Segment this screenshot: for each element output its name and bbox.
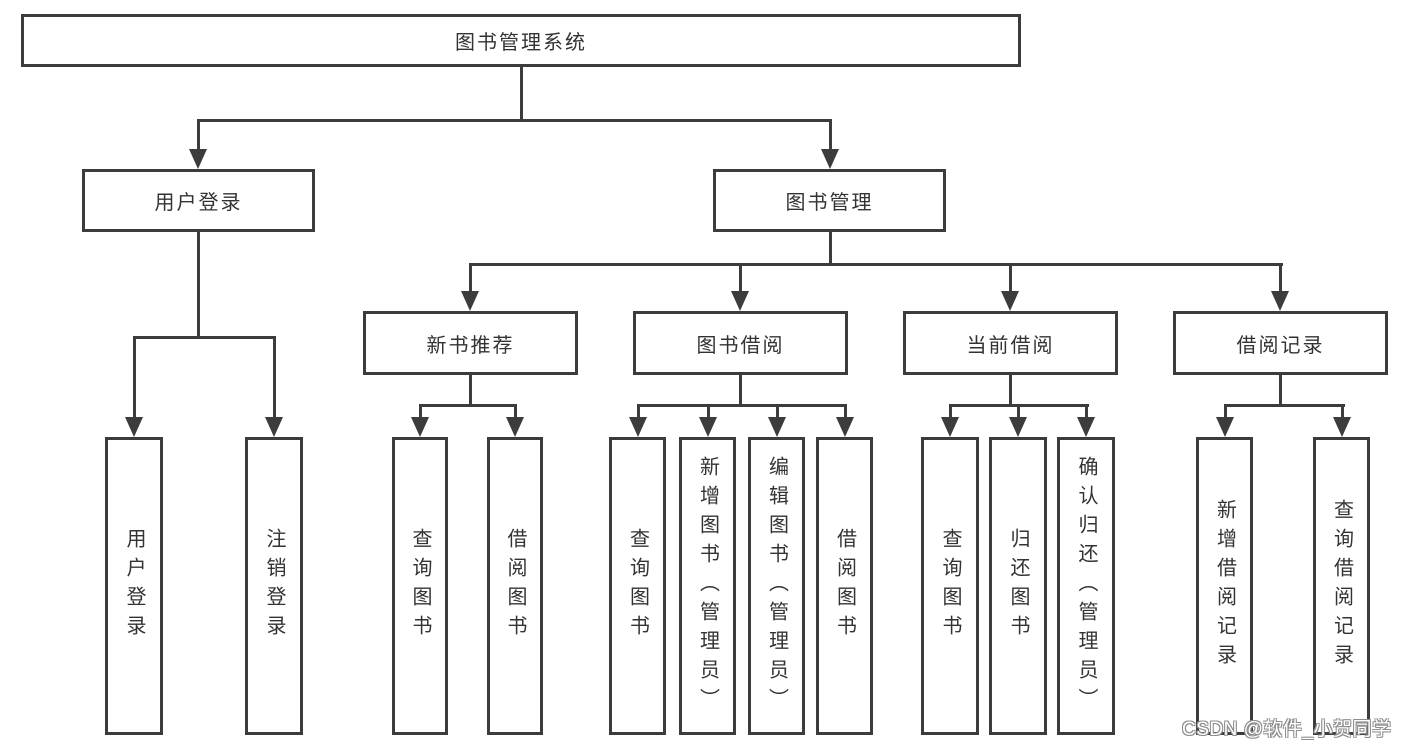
leaf-records-add-record: 新增借阅记录 <box>1196 437 1253 735</box>
arrow-down-icon <box>941 417 959 437</box>
leaf-borrow-borrow-book: 借阅图书 <box>816 437 873 735</box>
node-current-borrow-label: 当前借阅 <box>966 334 1055 357</box>
leaf-borrow-edit-book-admin: 编辑图书（管理员） <box>748 437 805 735</box>
leaf-current-confirm-return-admin: 确认归还（管理员） <box>1057 437 1115 735</box>
connector-arrow-shaft <box>707 404 710 419</box>
node-book-borrow-label: 图书借阅 <box>696 334 785 357</box>
leaf-logout: 注销登录 <box>245 437 303 735</box>
leaf-current-return-book-label: 归还图书 <box>1007 528 1029 644</box>
leaf-recommend-query-book: 查询图书 <box>392 437 448 735</box>
leaf-borrow-borrow-book-label: 借阅图书 <box>833 528 856 644</box>
arrow-down-icon <box>1001 291 1019 311</box>
leaf-records-query-record: 查询借阅记录 <box>1313 437 1370 735</box>
connector-arrow-shaft <box>637 404 640 419</box>
arrow-down-icon <box>1216 417 1234 437</box>
connector-borrow-stub <box>739 375 742 407</box>
connector-arrow-shaft <box>1224 404 1227 419</box>
leaf-logout-label: 注销登录 <box>263 528 285 644</box>
connector-borrow-elbow <box>637 404 847 407</box>
connector-arrow-shaft <box>1085 404 1088 419</box>
node-new-book-recommend-label: 新书推荐 <box>426 334 515 357</box>
node-current-borrow: 当前借阅 <box>903 311 1118 375</box>
arrow-down-icon <box>1333 417 1351 437</box>
connector-root-stub <box>520 67 523 122</box>
node-borrow-records: 借阅记录 <box>1173 311 1388 375</box>
arrow-down-icon <box>699 417 717 437</box>
arrow-down-icon <box>506 417 524 437</box>
connector-records-stub <box>1279 375 1282 407</box>
node-new-book-recommend: 新书推荐 <box>363 311 578 375</box>
connector-arrow-shaft-new-book <box>469 263 472 292</box>
node-root-label: 图书管理系统 <box>455 32 587 54</box>
leaf-user-login: 用户登录 <box>105 437 163 735</box>
connector-current-stub <box>1009 375 1012 407</box>
node-book-management: 图书管理 <box>713 169 946 232</box>
arrow-down-icon <box>731 291 749 311</box>
csdn-watermark: CSDN @软件_小贺同学 <box>1182 719 1392 740</box>
arrow-down-icon <box>265 417 283 437</box>
arrow-down-icon <box>768 417 786 437</box>
node-user-login: 用户登录 <box>82 169 315 232</box>
arrow-down-icon <box>189 149 207 169</box>
connector-arrow-shaft-leaf-user-login <box>133 336 136 419</box>
connector-arrow-shaft-leaf-logout <box>273 336 276 419</box>
arrow-down-icon <box>821 149 839 169</box>
leaf-borrow-query-book: 查询图书 <box>609 437 666 735</box>
connector-arrow-shaft <box>1017 404 1020 419</box>
leaf-borrow-add-book-admin: 新增图书（管理员） <box>679 437 736 735</box>
leaf-recommend-borrow-book-label: 借阅图书 <box>504 528 526 644</box>
arrow-down-icon <box>461 291 479 311</box>
connector-arrow-shaft <box>949 404 952 419</box>
node-book-management-label: 图书管理 <box>785 192 874 214</box>
arrow-down-icon <box>836 417 854 437</box>
leaf-recommend-borrow-book: 借阅图书 <box>487 437 543 735</box>
leaf-current-return-book: 归还图书 <box>989 437 1047 735</box>
connector-arrow-shaft-user-login <box>197 119 200 151</box>
leaf-current-confirm-return-admin-label: 确认归还（管理员） <box>1075 455 1097 717</box>
arrow-down-icon <box>1077 417 1095 437</box>
leaf-current-query-book: 查询图书 <box>921 437 979 735</box>
leaf-current-query-book-label: 查询图书 <box>939 528 961 644</box>
connector-arrow-shaft-book-borrow <box>739 263 742 292</box>
connector-management-elbow <box>469 263 1283 266</box>
connector-arrow-shaft <box>776 404 779 419</box>
connector-user-elbow <box>133 336 276 339</box>
connector-arrow-shaft-borrow-records <box>1279 263 1282 292</box>
node-borrow-records-label: 借阅记录 <box>1236 334 1325 357</box>
connector-management-stub <box>829 232 832 266</box>
connector-recommend-stub <box>469 375 472 407</box>
connector-arrow-shaft <box>844 404 847 419</box>
connector-arrow-shaft <box>419 404 422 419</box>
arrow-down-icon <box>629 417 647 437</box>
leaf-borrow-edit-book-admin-label: 编辑图书（管理员） <box>765 455 788 717</box>
leaf-borrow-add-book-admin-label: 新增图书（管理员） <box>696 455 719 717</box>
leaf-user-login-label: 用户登录 <box>123 528 145 644</box>
arrow-down-icon <box>411 417 429 437</box>
arrow-down-icon <box>125 417 143 437</box>
connector-recommend-elbow <box>419 404 517 407</box>
connector-records-elbow <box>1224 404 1345 407</box>
connector-user-stub <box>197 232 200 339</box>
leaf-recommend-query-book-label: 查询图书 <box>409 528 431 644</box>
connector-arrow-shaft <box>1341 404 1344 419</box>
arrow-down-icon <box>1271 291 1289 311</box>
arrow-down-icon <box>1009 417 1027 437</box>
leaf-borrow-query-book-label: 查询图书 <box>626 528 649 644</box>
node-user-login-label: 用户登录 <box>154 192 243 214</box>
connector-arrow-shaft-current-borrow <box>1009 263 1012 292</box>
node-book-borrow: 图书借阅 <box>633 311 848 375</box>
leaf-records-query-record-label: 查询借阅记录 <box>1330 499 1353 673</box>
connector-arrow-shaft-book-management <box>829 119 832 151</box>
connector-root-elbow <box>197 119 832 122</box>
node-root: 图书管理系统 <box>21 14 1021 67</box>
leaf-records-add-record-label: 新增借阅记录 <box>1213 499 1236 673</box>
connector-arrow-shaft <box>514 404 517 419</box>
